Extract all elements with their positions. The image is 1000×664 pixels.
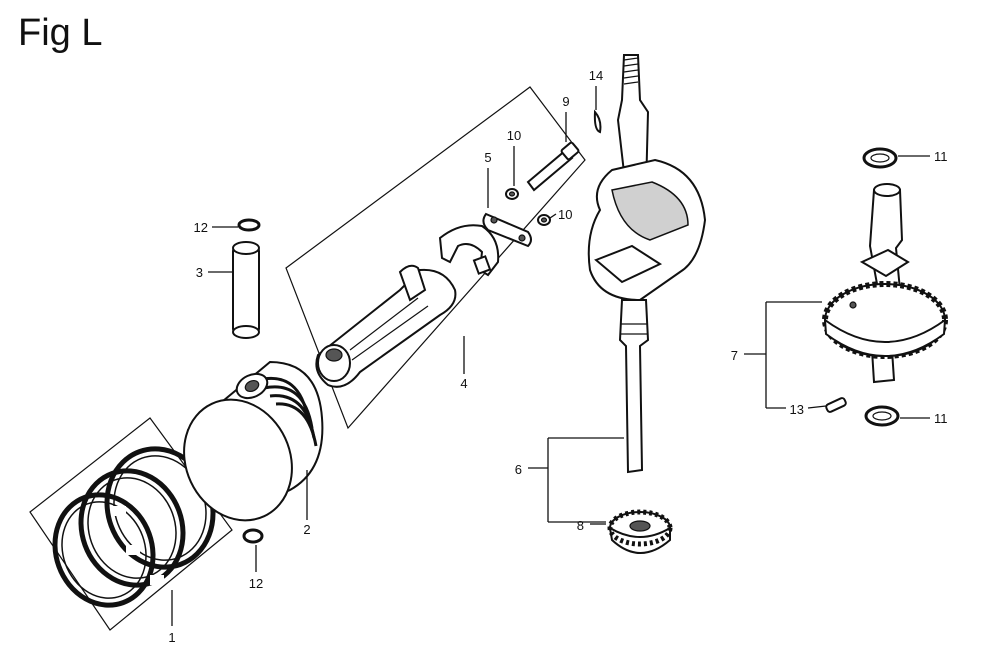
pin-clip-lower (242, 528, 264, 544)
figure-title: Fig L (18, 12, 103, 54)
connecting-rod-cap (438, 224, 500, 277)
rod-washer-upper (505, 188, 519, 200)
rod-bolt (526, 141, 580, 192)
callout-11-lower: 11 (934, 411, 948, 426)
callout-10-upper: 10 (507, 128, 521, 143)
callout-2: 2 (303, 522, 310, 537)
callout-3: 3 (196, 265, 203, 280)
crankshaft-gear (607, 509, 673, 554)
piston-ring-inner (52, 492, 156, 608)
ring-gap-3 (150, 575, 164, 585)
crankshaft (587, 54, 707, 474)
piston (183, 360, 324, 522)
camshaft (859, 183, 910, 384)
camshaft-washer-upper (862, 147, 898, 169)
callout-labels: 1 2 3 4 5 6 7 8 9 10 10 11 11 12 12 13 1… (168, 68, 947, 645)
callout-4: 4 (460, 376, 467, 391)
callout-7: 7 (731, 348, 738, 363)
lock-plate (482, 212, 532, 248)
leader-lines (171, 86, 930, 626)
rod-washer-lower (537, 214, 551, 226)
callout-11-upper: 11 (934, 149, 948, 164)
connecting-rod (315, 264, 457, 388)
callout-10-lower: 10 (558, 207, 572, 222)
piston-pin (232, 241, 260, 339)
callout-12-upper: 12 (194, 220, 208, 235)
callout-13: 13 (790, 402, 804, 417)
callout-14: 14 (589, 68, 603, 83)
ring-gap-2 (126, 545, 140, 555)
callout-5: 5 (484, 150, 491, 165)
piston-ring-middle (78, 468, 186, 588)
pin-clip-upper (237, 218, 261, 232)
callout-1: 1 (168, 630, 175, 645)
ring-gap-1 (112, 506, 126, 516)
callout-9: 9 (562, 94, 569, 109)
woodruff-key (593, 109, 602, 134)
camshaft-washer-lower (864, 405, 900, 427)
camshaft-pin (825, 397, 847, 413)
camshaft-gear (822, 281, 948, 359)
piston-rings-frame (29, 417, 233, 631)
callout-6: 6 (515, 462, 522, 477)
callout-8: 8 (577, 518, 584, 533)
callout-12-lower: 12 (249, 576, 263, 591)
